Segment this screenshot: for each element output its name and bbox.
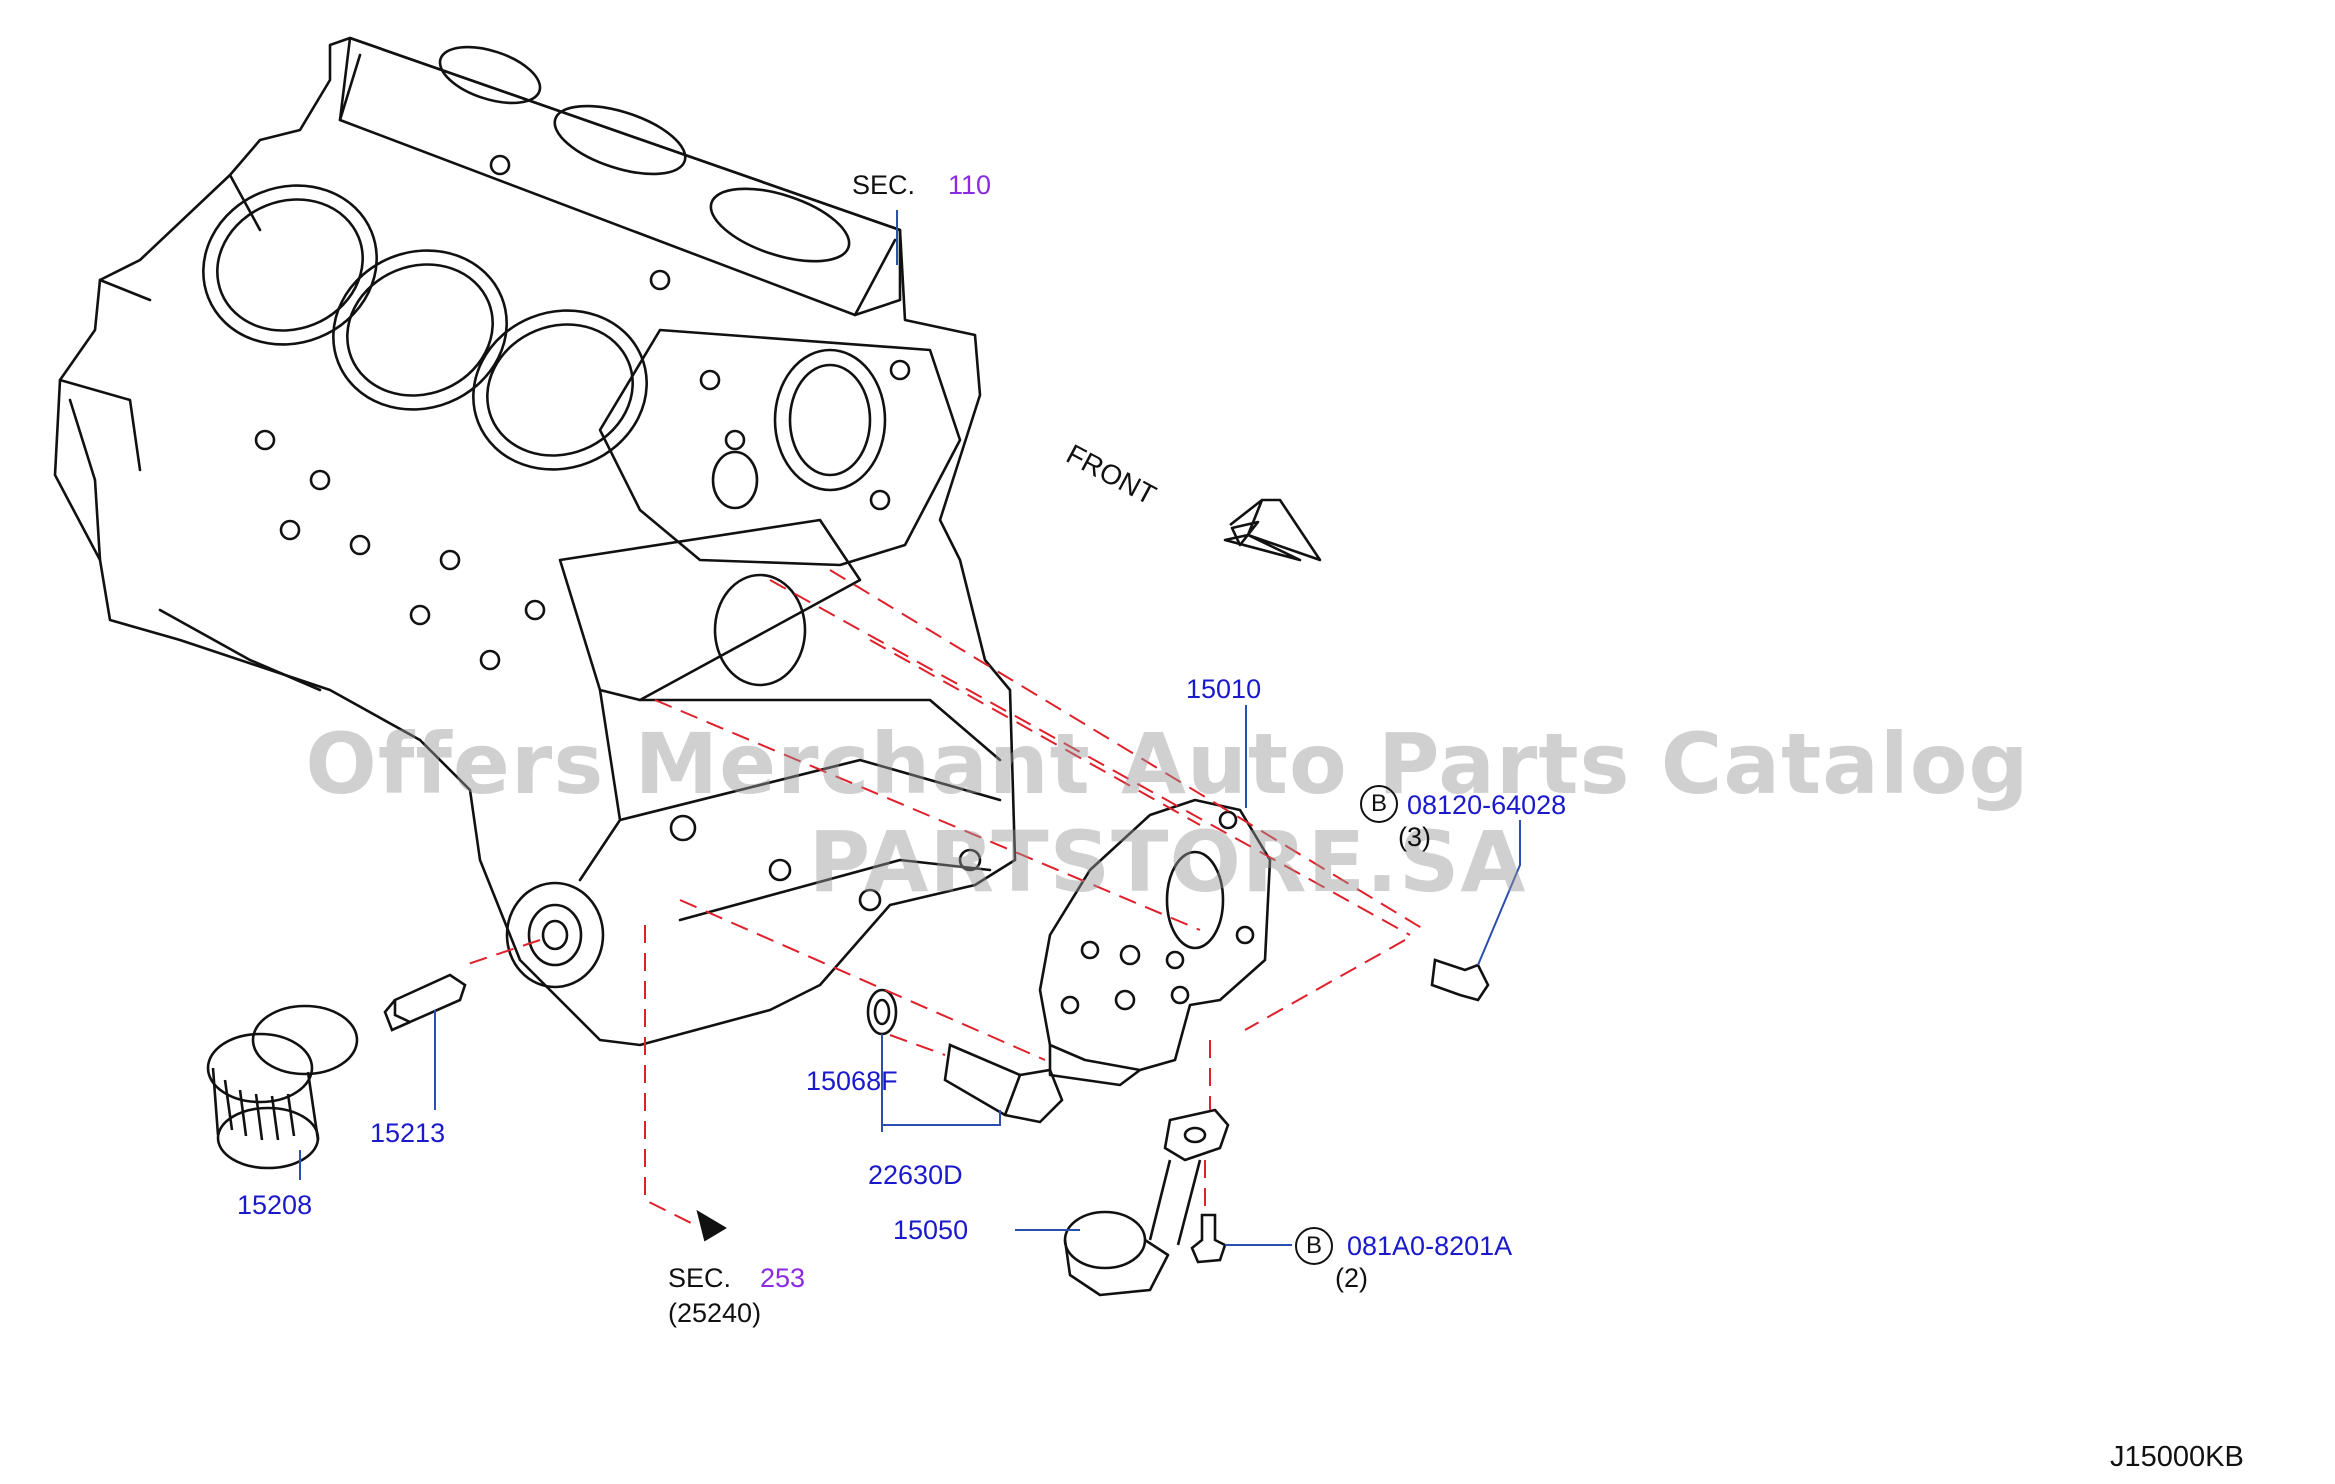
leader-lines [299,210,1521,1246]
bolt-bottom-part-label[interactable]: 081A0-8201A [1347,1231,1513,1261]
sec253-prefix: SEC. [668,1263,732,1293]
oil-pump-drawing [1038,798,1272,1087]
sec253-arrow-icon [696,1209,727,1242]
bolt-top-qty: (3) [1398,822,1431,852]
part-15213-label[interactable]: 15213 [370,1118,446,1148]
sec253-sub-number: (25240) [668,1298,762,1328]
connector-stud-drawing [383,973,467,1032]
oil-filter-drawing [206,1004,359,1170]
part-15050-label[interactable]: 15050 [893,1215,969,1245]
diagram-code: J15000KB [2110,1441,2244,1473]
sec110-prefix: SEC. [852,170,916,200]
bolt-top-b-badge: B [1360,785,1398,823]
bolt-bottom-qty: (2) [1335,1263,1368,1293]
sec253-link[interactable]: 253 [760,1263,806,1293]
part-15208-label[interactable]: 15208 [237,1190,313,1220]
bolt-bottom-b-badge: B [1295,1227,1333,1265]
part-22630d-label[interactable]: 22630D [868,1160,963,1190]
guide-lines [464,569,1426,1226]
sec110-link[interactable]: 110 [948,170,992,200]
part-15068f-label[interactable]: 15068F [806,1066,898,1096]
watermark-text: Offers Merchant Auto Parts Catalog PARTS… [305,715,2030,911]
part-15010-label[interactable]: 15010 [1186,674,1262,704]
bolt-top-part-label[interactable]: 08120-64028 [1407,790,1567,820]
front-arrow-icon [1223,498,1322,562]
engine-block-drawing [53,36,1017,1047]
sensor-drawing [866,988,1064,1124]
oil-strainer-drawing [1063,1108,1230,1297]
bolt-drawings [1190,958,1490,1264]
